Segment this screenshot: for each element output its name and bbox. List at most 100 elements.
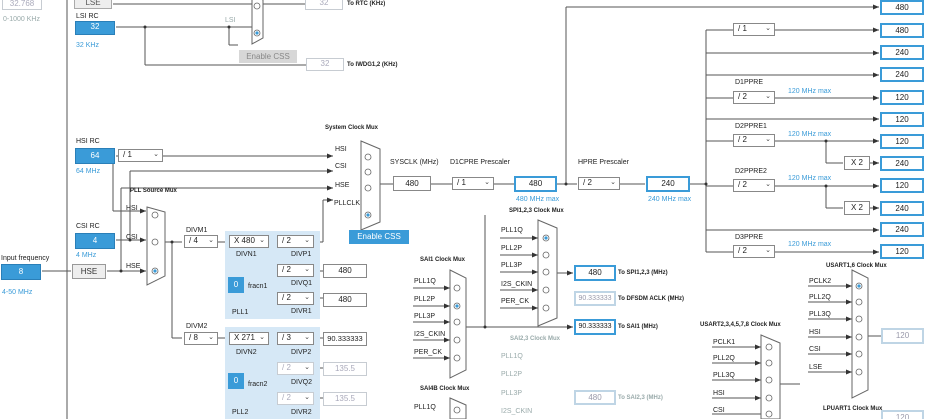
chevron-down-icon: ⌄	[304, 334, 310, 341]
pll2-fracn-value[interactable]: 0	[228, 373, 244, 389]
d1ppre-label: D1PPRE	[735, 79, 764, 86]
divn2-select[interactable]: X 271⌄	[229, 332, 269, 345]
d1cpre-select[interactable]: / 1⌄	[452, 177, 494, 190]
bus-output-240b: 240	[880, 67, 924, 82]
divq2-select[interactable]: / 2 ⌄	[277, 362, 314, 375]
csi-rc-block[interactable]: 4	[75, 233, 115, 249]
d3ppre-value: / 2	[738, 246, 747, 255]
spi123-mux-title: SPI1,2,3 Clock Mux	[509, 208, 564, 214]
divm1-select[interactable]: / 4⌄	[184, 235, 218, 248]
divr1-output: 480	[323, 293, 367, 307]
divn1-select[interactable]: X 480⌄	[229, 235, 269, 248]
sysclk-label: SYSCLK (MHz)	[390, 159, 439, 166]
hsi-freq-label: 64 MHz	[76, 168, 101, 175]
d2ppre1-select[interactable]: / 2⌄	[733, 134, 775, 147]
usart16-in-csi: CSI	[809, 346, 821, 353]
sysmux-hsi-label: HSI	[335, 146, 347, 153]
usart2-in-pclk1: PCLK1	[713, 339, 736, 346]
d2ppre2-value: / 2	[738, 180, 747, 189]
hse-block[interactable]: HSE	[72, 264, 106, 279]
d1ppre-max-label: 120 MHz max	[788, 88, 832, 95]
lse-block[interactable]: LSE	[74, 0, 112, 9]
sai23-destination-label: To SAI2,3 (MHz)	[618, 395, 663, 401]
usart16-mux-title: USART1,6 Clock Mux	[826, 263, 887, 269]
sai23-mux-title: SAI2,3 Clock Mux	[510, 336, 561, 342]
rtc-frequency-value: 32	[305, 0, 343, 10]
divq1-value: / 2	[282, 265, 291, 274]
pll-source-mux[interactable]	[146, 206, 166, 286]
divq2-value: / 2	[282, 363, 291, 372]
usart2-in-pll3q: PLL3Q	[713, 372, 735, 379]
bus-div1-select[interactable]: / 1⌄	[733, 23, 775, 36]
rtc-destination-label: To RTC (KHz)	[347, 1, 386, 7]
usart2-mux-title: USART2,3,4,5,7,8 Clock Mux	[700, 322, 781, 328]
divq1-select[interactable]: / 2 ⌄	[277, 264, 314, 277]
sai23-in-i2s-ckin: I2S_CKIN	[501, 408, 533, 415]
chevron-down-icon: ⌄	[304, 266, 310, 273]
hpre-select[interactable]: / 2⌄	[578, 177, 620, 190]
lsi-rc-block[interactable]: 32	[75, 21, 115, 35]
bus-output-120a: 120	[880, 90, 924, 105]
sysmux-hse-label: HSE	[335, 182, 350, 189]
spi123-destination-label: To SPI1,2,3 (MHz)	[618, 270, 668, 276]
pll-source-hsi-label: HSI	[126, 205, 138, 212]
divm2-select[interactable]: / 8⌄	[184, 332, 218, 345]
divr1-select[interactable]: / 2⌄	[277, 292, 314, 305]
lse-frequency-input[interactable]: 32.768	[2, 0, 42, 10]
lpuart-mux-title: LPUART1 Clock Mux	[823, 406, 883, 412]
usart2-in-hsi: HSI	[713, 390, 725, 397]
pll-source-hse-label: HSE	[126, 263, 141, 270]
divp2-value: / 3	[282, 333, 291, 342]
usart16-in-pll2q: PLL2Q	[809, 294, 831, 301]
d1cpre-value: / 1	[457, 178, 466, 187]
pll-source-csi-label: CSI	[126, 234, 138, 241]
x2-multiplier-a: X 2	[844, 156, 870, 170]
divr2-output: 135.5	[323, 392, 367, 406]
fracn1-label: fracn1	[248, 283, 268, 290]
enable-css-lse-button[interactable]: Enable CSS	[239, 50, 297, 63]
divr2-select[interactable]: / 2⌄	[277, 392, 314, 405]
divq1-label: DIVQ1	[291, 280, 313, 287]
chevron-down-icon: ⌄	[259, 237, 265, 244]
d1ppre-select[interactable]: / 2⌄	[733, 91, 775, 104]
hse-input-frequency[interactable]: 8	[1, 264, 41, 280]
hsi-divider-select[interactable]: / 1⌄	[118, 149, 163, 162]
divp2-select[interactable]: / 3 ⌄	[277, 332, 314, 345]
pll1-name: PLL1	[232, 309, 249, 316]
chevron-down-icon: ⌄	[304, 364, 310, 371]
usart16-in-lse: LSE	[809, 364, 823, 371]
d2ppre2-max-label: 120 MHz max	[788, 175, 832, 182]
system-clock-mux[interactable]	[360, 140, 381, 231]
lsi-freq-label: 32 KHz	[76, 42, 99, 49]
chevron-down-icon: ⌄	[208, 334, 214, 341]
bus-output-120b: 120	[880, 112, 924, 127]
spi-in-pll1q: PLL1Q	[501, 227, 523, 234]
lpuart-output: 120	[881, 410, 924, 419]
hsi-rc-block[interactable]: 64	[75, 148, 115, 164]
sai1-in-pll2p: PLL2P	[414, 296, 436, 303]
divp1-select[interactable]: / 2⌄	[277, 235, 314, 248]
sai23-in-pll2p: PLL2P	[501, 371, 523, 378]
enable-css-button[interactable]: Enable CSS	[349, 230, 409, 244]
d1-max-label: 480 MHz max	[516, 196, 560, 203]
pll1-fracn-value[interactable]: 0	[228, 277, 244, 293]
sai1-destination-label: To SAI1 (MHz)	[618, 324, 658, 330]
usart2-in-csi: CSI	[713, 407, 725, 414]
sai4b-mux-title: SAI4B Clock Mux	[420, 386, 470, 392]
divp2-output: 90.333333	[323, 332, 367, 346]
chevron-down-icon: ⌄	[153, 151, 159, 158]
divn2-label: DIVN2	[236, 349, 257, 356]
chevron-down-icon: ⌄	[765, 136, 771, 143]
pll2-name: PLL2	[232, 409, 249, 416]
d3ppre-select[interactable]: / 2⌄	[733, 245, 775, 258]
x2-multiplier-b: X 2	[844, 201, 870, 215]
sai4b-in-pll1q: PLL1Q	[414, 404, 436, 411]
divp1-label: DIVP1	[291, 251, 312, 258]
divp1-value: / 2	[282, 236, 291, 245]
chevron-down-icon: ⌄	[304, 394, 310, 401]
sai1-in-pll3p: PLL3P	[414, 313, 436, 320]
d2ppre2-select[interactable]: / 2⌄	[733, 179, 775, 192]
sai1-in-per-ck: PER_CK	[414, 349, 443, 356]
